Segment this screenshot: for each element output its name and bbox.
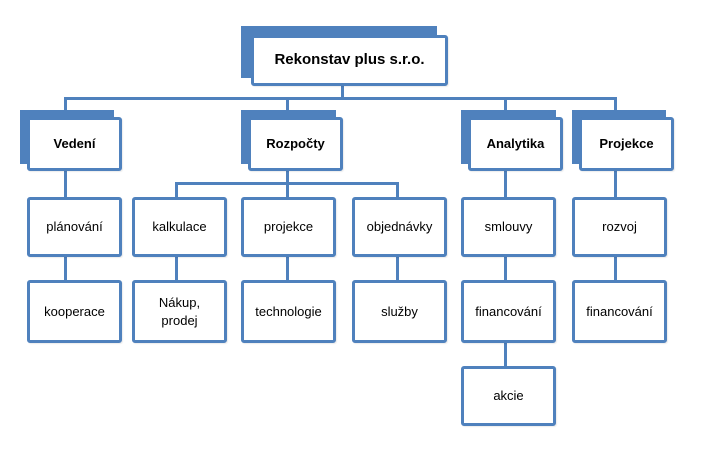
node-akcie-label: akcie — [493, 388, 524, 404]
node-nakup-prodej: Nákup, prodej — [132, 280, 227, 343]
node-kalkulace-label: kalkulace — [152, 219, 207, 235]
node-analytika: Analytika — [468, 117, 563, 171]
node-objednavky: objednávky — [352, 197, 447, 257]
node-projekce-label: Projekce — [599, 136, 654, 152]
connector-root-down — [341, 83, 344, 99]
node-sluzby-label: služby — [381, 303, 418, 319]
node-planovani-label: plánování — [46, 219, 103, 235]
node-financovani-analytika-label: financování — [475, 303, 542, 319]
node-projekce: Projekce — [579, 117, 674, 171]
node-smlouvy-label: smlouvy — [484, 219, 533, 235]
node-nakup-prodej-label: Nákup, prodej — [158, 294, 201, 328]
connector-rozpocty — [286, 97, 289, 117]
node-vedeni: Vedení — [27, 117, 122, 171]
node-technologie-label: technologie — [255, 303, 322, 319]
connector-analytika-chain — [504, 170, 507, 366]
node-smlouvy: smlouvy — [461, 197, 556, 257]
node-kooperace-label: kooperace — [44, 303, 105, 319]
connector-projekce — [614, 97, 617, 117]
node-financovani-projekce-label: financování — [586, 303, 653, 319]
node-planovani: plánování — [27, 197, 122, 257]
root-node: Rekonstav plus s.r.o. — [251, 35, 448, 86]
node-rozpocty: Rozpočty — [248, 117, 343, 171]
node-financovani-projekce: financování — [572, 280, 667, 343]
connector-analytika — [504, 97, 507, 117]
root-node-label: Rekonstav plus s.r.o. — [274, 51, 425, 69]
node-sluzby: služby — [352, 280, 447, 343]
node-kalkulace: kalkulace — [132, 197, 227, 257]
node-projekce-sub-label: projekce — [263, 219, 314, 235]
connector-rozpocty-down — [286, 170, 289, 184]
node-vedeni-label: Vedení — [53, 136, 96, 152]
node-rozpocty-label: Rozpočty — [266, 136, 325, 152]
node-financovani-analytika: financování — [461, 280, 556, 343]
node-objednavky-label: objednávky — [366, 219, 433, 235]
node-analytika-label: Analytika — [486, 136, 545, 152]
connector-vedeni — [64, 97, 67, 117]
node-kooperace: kooperace — [27, 280, 122, 343]
node-rozvoj-label: rozvoj — [602, 219, 637, 235]
node-projekce-sub: projekce — [241, 197, 336, 257]
node-akcie: akcie — [461, 366, 556, 426]
node-technologie: technologie — [241, 280, 336, 343]
connector-level1-bar — [64, 97, 616, 100]
node-rozvoj: rozvoj — [572, 197, 667, 257]
